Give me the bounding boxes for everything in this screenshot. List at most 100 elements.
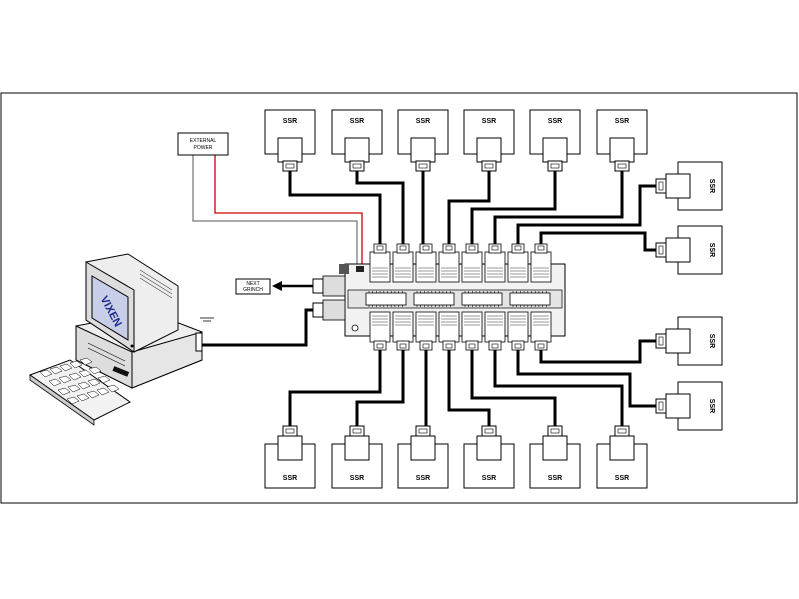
ssr-label: SSR xyxy=(482,118,496,125)
keyboard-key xyxy=(97,375,111,384)
board-socket-bottom xyxy=(369,311,391,351)
ssr-box: SSR xyxy=(397,425,449,489)
arrow-head-icon xyxy=(272,281,282,291)
keyboard-key xyxy=(39,369,53,378)
keyboard-key xyxy=(88,366,102,375)
board-socket-top xyxy=(415,243,437,283)
keyboard-key xyxy=(49,366,63,375)
keyboard-key xyxy=(96,387,110,396)
cable xyxy=(516,350,656,408)
keyboard-key xyxy=(67,384,81,393)
cable xyxy=(202,308,313,347)
external-power-label-line1: EXTERNAL xyxy=(190,138,217,144)
ssr-box: SSR xyxy=(596,425,648,489)
power-jack xyxy=(339,264,349,274)
ssr-box: SSR xyxy=(655,225,723,275)
floppy-drive xyxy=(112,366,130,377)
ssr-box: SSR xyxy=(264,425,316,489)
board-socket-top xyxy=(461,243,483,283)
keyboard-key xyxy=(77,381,91,390)
keyboard-key xyxy=(48,378,62,387)
cable xyxy=(539,231,656,252)
board-socket-bottom xyxy=(392,311,414,351)
ssr-label: SSR xyxy=(615,118,629,125)
ssr-label: SSR xyxy=(416,118,430,125)
keyboard-key xyxy=(87,378,101,387)
ssr-label: SSR xyxy=(416,475,430,482)
next-grinch-box: NEXT GRINCH xyxy=(235,278,271,295)
cable xyxy=(539,339,656,364)
keyboard-key xyxy=(78,369,92,378)
cable xyxy=(493,171,624,244)
rj-connector-out xyxy=(312,278,324,294)
ic-chip xyxy=(509,291,551,307)
rj-jack-out xyxy=(322,275,346,297)
cable xyxy=(493,350,624,426)
ssr-label: SSR xyxy=(708,334,715,348)
keyboard-key xyxy=(69,360,83,369)
ssr-label: SSR xyxy=(283,118,297,125)
board-socket-bottom xyxy=(507,311,529,351)
terminal-block xyxy=(356,266,364,272)
cable xyxy=(288,171,382,244)
ssr-label: SSR xyxy=(708,179,715,193)
monitor-screen xyxy=(91,275,129,341)
cable xyxy=(470,171,557,244)
board-socket-bottom xyxy=(484,311,506,351)
grinch-controller-board xyxy=(312,243,566,351)
keyboard-key xyxy=(79,357,93,366)
ssr-label: SSR xyxy=(615,475,629,482)
keyboard-key xyxy=(66,396,80,405)
board-socket-bottom xyxy=(415,311,437,351)
ssr-box: SSR xyxy=(463,425,515,489)
external-power-label-line2: POWER xyxy=(194,145,213,151)
ic-chip xyxy=(365,291,407,307)
next-grinch-label-line2: GRINCH xyxy=(243,287,263,293)
keyboard-key xyxy=(106,384,120,393)
capacitor xyxy=(351,324,359,332)
cable xyxy=(447,171,491,244)
rj-jack-in xyxy=(322,299,346,321)
board-socket-bottom xyxy=(530,311,552,351)
ssr-box: SSR xyxy=(529,109,581,172)
ssr-label: SSR xyxy=(350,475,364,482)
ssr-box: SSR xyxy=(463,109,515,172)
ssr-label: SSR xyxy=(283,475,297,482)
keyboard-key xyxy=(76,393,90,402)
board-socket-top xyxy=(392,243,414,283)
cable-group xyxy=(202,171,656,426)
ssr-label: SSR xyxy=(548,118,562,125)
cable xyxy=(516,184,656,244)
ssr-box: SSR xyxy=(529,425,581,489)
board-socket-top xyxy=(369,243,391,283)
external-power-wires xyxy=(192,155,363,265)
keyboard-key xyxy=(58,375,72,384)
ssr-box: SSR xyxy=(596,109,648,172)
keyboard-key xyxy=(86,390,100,399)
ssr-box: SSR xyxy=(264,109,316,172)
ssr-group: SSR SSR SSR SSR SSR SSR SSR SSR SSR SSR SSR SSR SSR S… xyxy=(264,109,723,489)
ic-chip xyxy=(413,291,455,307)
ssr-label: SSR xyxy=(350,118,364,125)
board-socket-top xyxy=(507,243,529,283)
cable xyxy=(355,350,405,426)
board-socket-top xyxy=(530,243,552,283)
cable xyxy=(447,350,491,426)
ic-chip xyxy=(461,291,503,307)
keyboard-keys xyxy=(39,357,120,405)
ssr-box: SSR xyxy=(655,316,723,366)
external-power-box: EXTERNAL POWER xyxy=(177,132,229,156)
board-socket-bottom xyxy=(461,311,483,351)
keyboard-key xyxy=(59,363,73,372)
board-header-group xyxy=(369,243,552,351)
board-socket-top xyxy=(438,243,460,283)
next-grinch-label-line1: NEXT xyxy=(246,281,259,287)
ic-chip-group xyxy=(365,291,551,307)
ssr-box: SSR xyxy=(655,381,723,431)
cable xyxy=(355,171,405,244)
computer-port xyxy=(195,332,203,352)
ssr-label: SSR xyxy=(548,475,562,482)
rj-connector-in xyxy=(312,302,324,318)
ssr-label: SSR xyxy=(708,243,715,257)
